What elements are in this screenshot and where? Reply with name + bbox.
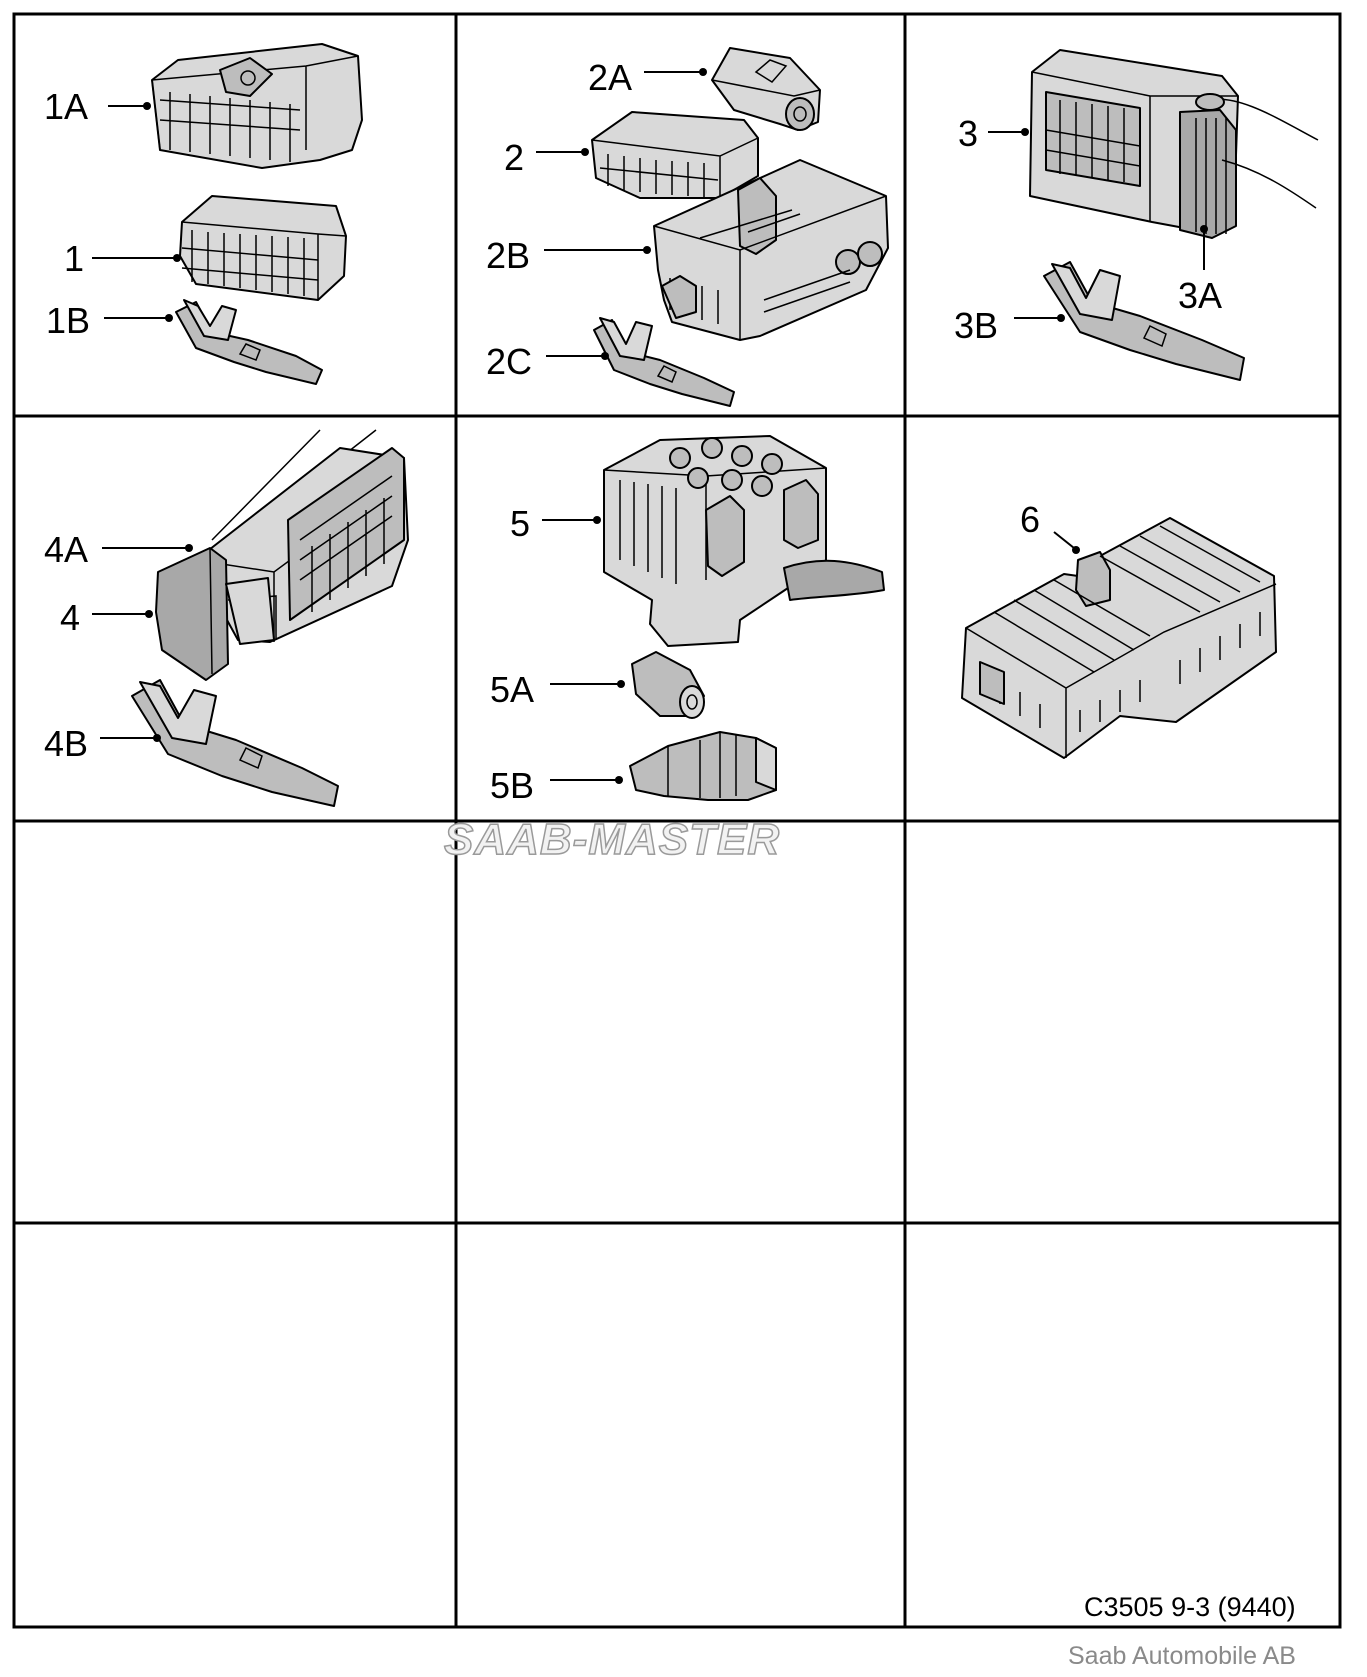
grid-frame [12, 12, 1342, 1629]
leader-dot-4b [153, 734, 161, 742]
connector-2 [591, 111, 759, 199]
callout-3b: 3B [954, 305, 998, 346]
connector-1a-housing [151, 43, 363, 169]
leader-dot-2c [601, 352, 609, 360]
leader-dot-3a [1200, 225, 1208, 233]
callout-6: 6 [1020, 499, 1040, 540]
cell-3: 3 3A 3B [954, 49, 1319, 381]
connector-2b-housing [653, 159, 889, 341]
callout-3a: 3A [1178, 275, 1222, 316]
connector-4-housing [155, 429, 409, 681]
watermark: SAAB-MASTER [444, 815, 780, 864]
leader-dot-1a [143, 102, 151, 110]
callout-2b: 2B [486, 235, 530, 276]
drawing-reference: C3505 9-3 (9440) [1084, 1592, 1296, 1622]
terminal-3b [1043, 261, 1245, 381]
terminal-5b [629, 731, 777, 801]
leader-dot-6 [1072, 546, 1080, 554]
publisher-credit: Saab Automobile AB [1068, 1642, 1296, 1670]
terminal-4b [131, 679, 339, 807]
callout-2c: 2C [486, 341, 532, 382]
leader-dot-2 [581, 148, 589, 156]
leader-dot-2a [699, 68, 707, 76]
leader-dot-5b [615, 776, 623, 784]
terminal-1b [175, 299, 323, 385]
cell-6: 6 [961, 499, 1277, 759]
leader-dot-4a [185, 544, 193, 552]
leader-6 [1053, 531, 1075, 549]
cell-2: 2A 2 2B 2C [486, 47, 889, 407]
terminal-2c [593, 317, 735, 407]
cell-1: 1A 1 1B [44, 43, 363, 385]
leader-dot-5a [617, 680, 625, 688]
connector-5-housing [603, 435, 885, 647]
leader-dot-5 [593, 516, 601, 524]
callout-5: 5 [510, 503, 530, 544]
leader-dot-1 [173, 254, 181, 262]
callout-1: 1 [64, 238, 84, 279]
cell-5: 5 5A 5B [490, 435, 885, 806]
callout-2: 2 [504, 137, 524, 178]
connector-3-housing [1029, 49, 1319, 239]
leader-dot-3 [1021, 128, 1029, 136]
leader-dot-4 [145, 610, 153, 618]
seal-5a [631, 651, 705, 719]
connector-1 [179, 195, 347, 301]
leader-dot-3b [1057, 314, 1065, 322]
callout-2a: 2A [588, 57, 632, 98]
cell-4: 4A 4 4B [44, 429, 409, 807]
callout-3: 3 [958, 113, 978, 154]
leader-dot-1b [165, 314, 173, 322]
connector-2a-cap [711, 47, 821, 131]
callout-4: 4 [60, 597, 80, 638]
callout-1a: 1A [44, 86, 88, 127]
callout-4a: 4A [44, 529, 88, 570]
callout-4b: 4B [44, 723, 88, 764]
callout-1b: 1B [46, 300, 90, 341]
connector-6-housing [961, 517, 1277, 759]
callout-5b: 5B [490, 765, 534, 806]
callout-5a: 5A [490, 669, 534, 710]
leader-dot-2b [643, 246, 651, 254]
